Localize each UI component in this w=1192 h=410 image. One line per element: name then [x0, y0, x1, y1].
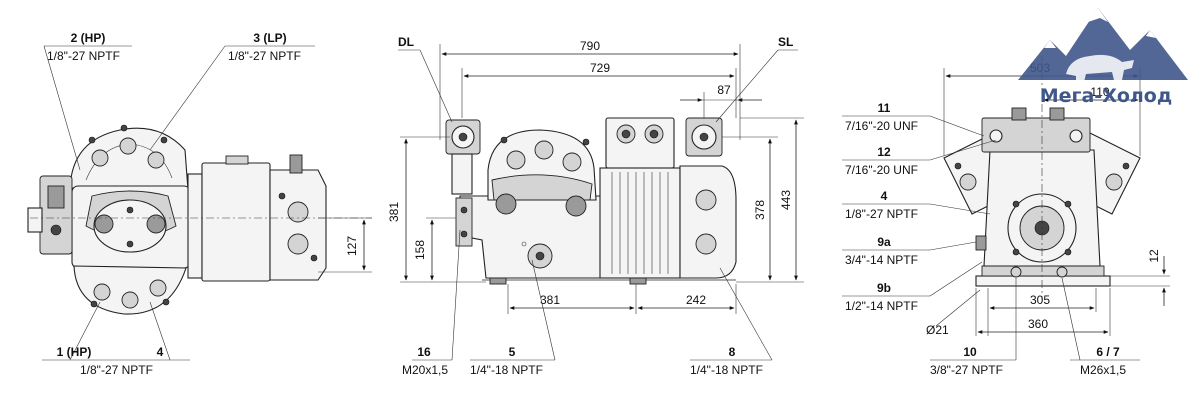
brand-name: Мега-Холод [1040, 85, 1172, 107]
bear-icon [1066, 54, 1134, 82]
dim-381-vertical: 381 [387, 202, 401, 222]
label-10-thread: 3/8"-27 NPTF [930, 363, 1003, 377]
top-view: 127 2 (HP) 1/8"-27 NPTF 3 (LP) 1/8"-27 N… [27, 31, 372, 377]
label-9a-number: 9a [877, 235, 891, 249]
label-5-number: 5 [509, 345, 516, 359]
label-3lp-thread: 1/8"-27 NPTF [228, 49, 301, 63]
label-16-number: 16 [417, 345, 431, 359]
label-2hp-thread: 1/8"-27 NPTF [47, 49, 120, 63]
label-4-number: 4 [157, 345, 164, 359]
dim-729: 729 [590, 61, 610, 75]
label-67-thread: M26x1,5 [1080, 363, 1126, 377]
label-12-number: 12 [877, 145, 891, 159]
label-3lp-number: 3 (LP) [253, 31, 286, 45]
end-view: 503 110 12 305 360 11 7/16"-20 UNF 12 7/… [842, 56, 1170, 377]
dim-242: 242 [686, 293, 706, 307]
label-4-right-number: 4 [881, 189, 888, 203]
label-dl: DL [398, 35, 414, 49]
label-12-thread: 7/16"-20 UNF [845, 163, 918, 177]
label-10-number: 10 [963, 345, 977, 359]
label-4-right-thread: 1/8"-27 NPTF [845, 207, 918, 221]
label-8-number: 8 [729, 345, 736, 359]
dim-378: 378 [753, 200, 767, 220]
dim-360: 360 [1028, 317, 1048, 331]
dim-790: 790 [580, 39, 600, 53]
label-bottom-thread: 1/8"-27 NPTF [80, 363, 153, 377]
side-view: 790 729 87 381 158 378 443 381 242 [387, 35, 804, 377]
label-d21: Ø21 [926, 323, 949, 337]
label-2hp-number: 2 (HP) [71, 31, 106, 45]
dim-158: 158 [413, 240, 427, 260]
label-1hp-number: 1 (HP) [57, 345, 92, 359]
dim-305: 305 [1030, 293, 1050, 307]
label-5-thread: 1/4"-18 NPTF [470, 363, 543, 377]
label-11-thread: 7/16"-20 UNF [845, 119, 918, 133]
label-sl: SL [778, 35, 793, 49]
label-11-number: 11 [878, 101, 891, 115]
dim-127: 127 [345, 236, 359, 256]
label-67-number: 6 / 7 [1096, 345, 1120, 359]
label-9b-thread: 1/2"-14 NPTF [845, 299, 918, 313]
dim-87: 87 [717, 83, 731, 97]
brand-logo: Мега-Холод [1018, 8, 1188, 107]
label-9a-thread: 3/4"-14 NPTF [845, 253, 918, 267]
dim-381-horizontal: 381 [540, 293, 560, 307]
label-16-thread: M20x1,5 [402, 363, 448, 377]
dim-110: 110 [1090, 85, 1109, 99]
dim-443: 443 [779, 190, 793, 210]
dim-12: 12 [1147, 249, 1161, 263]
label-9b-number: 9b [877, 281, 891, 295]
label-8-thread: 1/4"-18 NPTF [690, 363, 763, 377]
